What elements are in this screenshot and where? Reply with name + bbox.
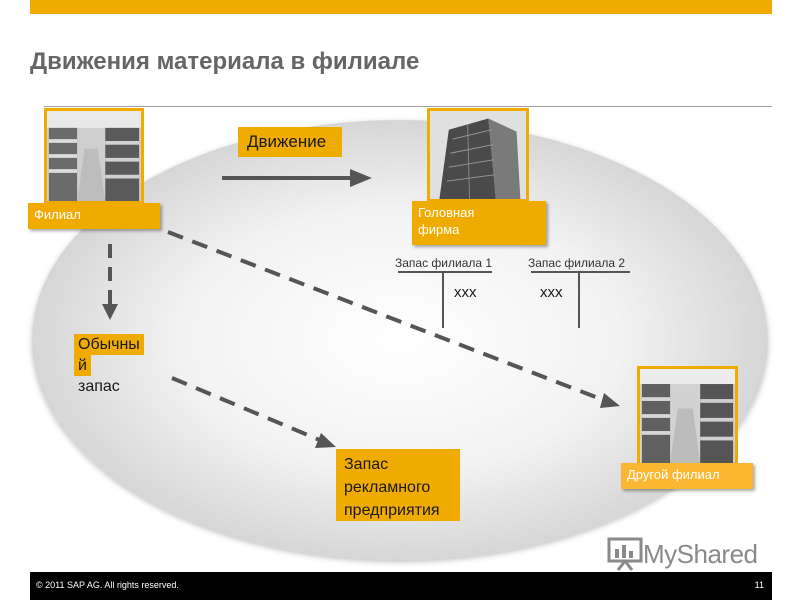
stock-branch-1-label: Запас филиала 1 (395, 256, 493, 270)
top-accent-bar (30, 0, 772, 14)
t-account-branch-1 (398, 271, 492, 328)
dashed-arrow-branch-to-normal-stock (102, 244, 118, 320)
t-account-branch-2 (531, 271, 630, 328)
footer-bar: © 2011 SAP AG. All rights reserved. 11 (30, 572, 772, 600)
movement-arrow (222, 169, 372, 187)
promotion-stock-label: Запас рекламного предприятия (336, 449, 460, 521)
dashed-arrow-branch-to-other-branch (167, 230, 620, 408)
stock-branch-2-value: ххх (540, 284, 563, 301)
head-office-building-photo (427, 108, 529, 202)
presentation-board-icon (607, 537, 643, 571)
stock-branch-2-label: Запас филиала 2 (528, 256, 626, 270)
branch-store-photo (44, 108, 144, 204)
myshared-watermark: MyShared (607, 536, 758, 572)
copyright-text: © 2011 SAP AG. All rights reserved. (36, 580, 179, 590)
other-branch-label: Другой филиал (621, 463, 753, 489)
dashed-arrow-normal-to-promo-stock (171, 376, 336, 448)
normal-stock-label: Обычны й запас (74, 334, 170, 397)
other-branch-store-photo (637, 366, 738, 466)
watermark-text: MyShared (643, 538, 758, 569)
slide-title: Движения материала в филиале (30, 48, 420, 75)
page-number: 11 (754, 580, 764, 590)
movement-label: Движение (238, 127, 342, 157)
stock-branch-1-value: ххх (454, 284, 477, 301)
title-divider (44, 106, 772, 107)
head-office-label: Головная фирма (412, 201, 546, 245)
branch-label: Филиал (28, 203, 160, 229)
